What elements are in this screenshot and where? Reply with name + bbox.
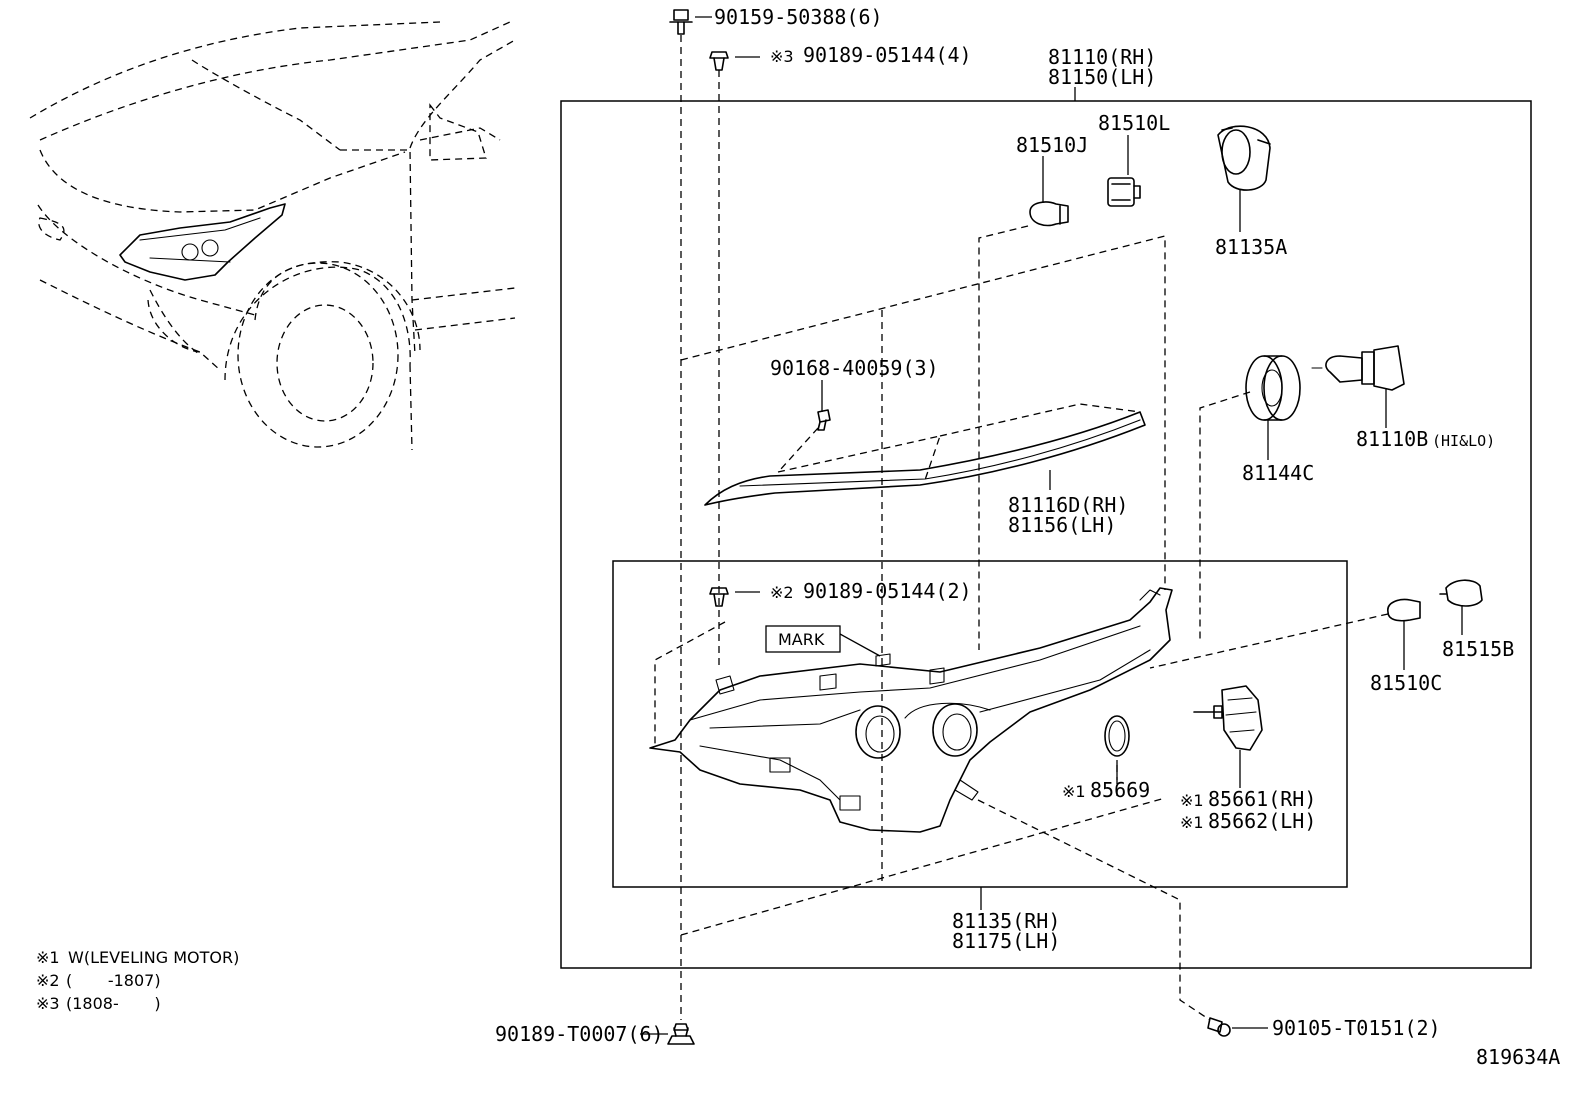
label-motor-rh-mark: ※1 xyxy=(1180,791,1204,810)
label-bolt-top: 90159-50388(6) xyxy=(714,5,883,29)
assembly-outer-frame xyxy=(560,100,1532,969)
seal-85669-icon xyxy=(1104,715,1130,757)
bolt-top-icon xyxy=(669,9,693,35)
bulb-81510c-icon xyxy=(1387,598,1421,622)
label-seal-mark: ※1 xyxy=(1062,782,1086,801)
footnote-2-mark: ※2 xyxy=(36,971,60,990)
socket-81515b-icon xyxy=(1439,579,1483,607)
label-screw-90168: 90168-40059(3) xyxy=(770,356,939,380)
clip-bottom-icon xyxy=(667,1023,695,1045)
footnote-2-text: ( -1807) xyxy=(66,971,161,990)
label-clip-bottom: 90189-T0007(6) xyxy=(495,1022,664,1046)
label-bulb-81510l: 81510L xyxy=(1098,111,1170,135)
leveling-motor-icon xyxy=(1193,685,1263,751)
trim-81116d-icon xyxy=(704,411,1146,506)
label-cover-81144c: 81144C xyxy=(1242,461,1314,485)
label-bulb-81510c: 81510C xyxy=(1370,671,1442,695)
label-unit-lh: 81175(LH) xyxy=(952,929,1060,953)
diagram-code: 819634A xyxy=(1476,1045,1560,1069)
unit-inner-frame xyxy=(612,560,1348,888)
bulb-81510l-icon xyxy=(1107,177,1141,207)
socket-81135a-icon xyxy=(1217,125,1271,191)
footnote-3-mark: ※3 xyxy=(36,994,60,1013)
callout-labels: 90159-50388(6) ※3 90189-05144(4) 81110(R… xyxy=(495,5,1560,1069)
screw-bottom-icon xyxy=(1207,1017,1231,1037)
label-clip-s3-mark: ※3 xyxy=(770,47,794,66)
label-motor-lh-part: 85662(LH) xyxy=(1208,809,1316,833)
cover-81144c-icon xyxy=(1245,355,1301,421)
vehicle-locator-sketch xyxy=(29,21,516,451)
label-unit-rh: 81135(RH) xyxy=(952,909,1060,933)
label-motor-rh-part: 85661(RH) xyxy=(1208,787,1316,811)
screw-90168-icon xyxy=(817,409,831,431)
bulb-81110b-icon xyxy=(1311,345,1405,391)
label-socket-81515b: 81515B xyxy=(1442,637,1514,661)
label-trim-rh: 81116D(RH) xyxy=(1008,493,1128,517)
mark-label-box xyxy=(765,625,841,653)
footnote-3-text: (1808- ) xyxy=(66,994,161,1013)
label-screw-bottom: 90105-T0151(2) xyxy=(1272,1016,1441,1040)
label-assembly-rh: 81110(RH) xyxy=(1048,45,1156,69)
label-motor-lh-mark: ※1 xyxy=(1180,813,1204,832)
label-clip-s2-mark: ※2 xyxy=(770,583,794,602)
clip-s2-icon xyxy=(709,587,729,607)
clip-s3-icon xyxy=(709,51,729,71)
footnote-1-text: W(LEVELING MOTOR) xyxy=(68,948,239,967)
leader-lines xyxy=(640,16,1463,1035)
headlamp-unit-icon xyxy=(649,587,1173,833)
label-bulb-81510j: 81510J xyxy=(1016,133,1088,157)
label-socket-81135a: 81135A xyxy=(1215,235,1287,259)
label-bulb-81110b: 81110B xyxy=(1356,427,1428,451)
label-assembly-lh: 81150(LH) xyxy=(1048,65,1156,89)
label-seal-part: 85669 xyxy=(1090,778,1150,802)
footnotes: ※1 W(LEVELING MOTOR) ※2 ( -1807) ※3 (180… xyxy=(36,948,239,1013)
label-bulb-81110b-note: (HI&LO) xyxy=(1432,432,1495,450)
label-clip-s2-part: 90189-05144(2) xyxy=(803,579,972,603)
footnote-1-mark: ※1 xyxy=(36,948,60,967)
label-mark: MARK xyxy=(778,630,825,649)
label-trim-lh: 81156(LH) xyxy=(1008,513,1116,537)
label-clip-s3-part: 90189-05144(4) xyxy=(803,43,972,67)
bulb-81510j-icon xyxy=(1029,201,1069,227)
